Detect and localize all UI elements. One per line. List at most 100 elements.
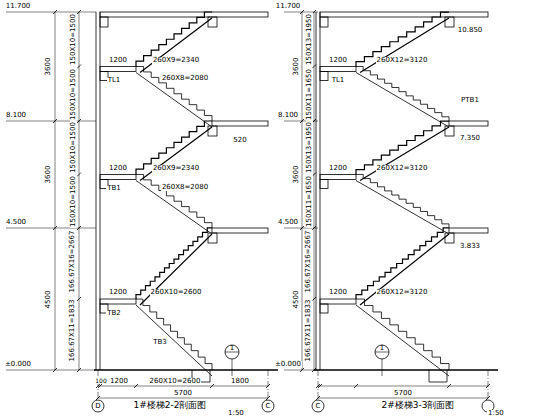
dimension-text: 1200 (328, 289, 348, 296)
floor-slab (449, 121, 488, 126)
dimension-text: 4500 (46, 289, 53, 309)
stair-flight (356, 67, 449, 121)
dimension-text: 260X8=2080 (161, 184, 209, 191)
dimension-text: 150X10=1500 (69, 13, 76, 66)
dimension-tick (77, 226, 81, 230)
stair-foundation (429, 370, 447, 382)
flight-soffit (356, 181, 449, 235)
dimension-tick (354, 384, 358, 388)
level-mark: ±0.000 (4, 361, 32, 368)
axis-label: C (315, 403, 322, 410)
stair-flight (356, 12, 449, 66)
scale-note: 1:50 (487, 410, 505, 417)
floor-beam (208, 233, 217, 243)
level-mark: ±0.000 (274, 361, 302, 368)
dimension-line (318, 386, 488, 387)
axis-line (488, 370, 489, 400)
member-tag: TB2 (106, 310, 122, 317)
flight-soffit (140, 234, 212, 305)
level-mark: 4.500 (277, 219, 299, 226)
flight-soffit (356, 305, 449, 376)
dimension-line (98, 398, 268, 399)
dimension-text: 260X12=3120 (376, 165, 429, 172)
level-line (6, 12, 96, 13)
floor-beam (208, 17, 217, 27)
dimension-text: 1200 (108, 289, 128, 296)
flight-soffit (356, 73, 449, 128)
dimension-text: 260X12=3120 (376, 57, 429, 64)
wall-line (320, 12, 321, 370)
floor-beam (445, 126, 454, 136)
callout-line (375, 352, 389, 353)
floor-slab (212, 228, 268, 233)
beam (100, 17, 108, 27)
level-mark: 7.350 (459, 135, 481, 142)
wall-line (96, 12, 97, 370)
axis-line (318, 370, 319, 400)
dimension-text: 260X8=2080 (161, 75, 209, 82)
dimension-text: 1200 (108, 165, 128, 172)
dimension-tick (53, 226, 57, 230)
flight-soffit (136, 305, 212, 376)
dimension-text: 1200 (328, 57, 348, 64)
dimension-text: 150X13=1950 (305, 13, 312, 66)
wall-line (100, 12, 101, 370)
dimension-line (302, 12, 303, 370)
dimension-tick (98, 384, 102, 388)
member-tag: TL1 (107, 77, 122, 84)
dimension-text: 1800 (230, 378, 250, 385)
landing-slab (100, 67, 136, 72)
floor-beam (445, 17, 454, 27)
level-line (6, 370, 96, 371)
floor-beam (445, 233, 454, 243)
landing-slab (320, 175, 356, 180)
dimension-tick (77, 10, 81, 14)
dimension-text: 150X13=1950 (305, 121, 312, 174)
dimension-tick (96, 396, 100, 400)
floor-beam (208, 126, 217, 136)
dimension-text: 150X10=1500 (69, 121, 76, 174)
stair-flight (136, 67, 212, 121)
dimension-tick (316, 384, 320, 388)
level-mark: 8.100 (5, 112, 27, 119)
dimension-tick (77, 173, 81, 177)
drawing-title: 1#楼梯2-2剖面图 (133, 401, 208, 410)
level-mark: 11.700 (5, 3, 32, 10)
landing-slab (100, 299, 136, 304)
dimension-text: 166.67X16=2667 (306, 229, 313, 293)
scale-note: 1:50 (227, 410, 245, 417)
level-mark: 10.850 (457, 27, 484, 34)
dimension-tick (77, 297, 81, 301)
dimension-text: 166.67X11=1833 (70, 298, 77, 362)
dimension-tick (53, 119, 57, 123)
dimension-tick (300, 226, 304, 230)
dimension-text: 5700 (173, 390, 193, 397)
callout-line (225, 352, 239, 353)
member-tag: TB3 (152, 339, 168, 346)
landing-beam (320, 72, 328, 81)
callout-circle (225, 345, 239, 359)
axis-label: D (94, 403, 101, 410)
dimension-text: 520 (232, 137, 247, 144)
dimension-tick (77, 368, 81, 372)
dimension-text: 3600 (46, 56, 53, 76)
flight-soffit (360, 18, 449, 73)
dimension-tick (266, 396, 270, 400)
dimension-text: 3600 (294, 164, 301, 184)
dimension-tick (318, 384, 322, 388)
floor-slab (449, 228, 488, 233)
member-tag: PTB1 (460, 97, 480, 104)
stair-flight (136, 12, 212, 67)
landing-beam (320, 180, 328, 189)
callout-leader (382, 359, 383, 376)
axis-line (268, 370, 269, 400)
dimension-text: 260X9=2340 (152, 165, 200, 172)
dimension-tick (266, 384, 270, 388)
axis-circle (312, 400, 324, 412)
axis-circle (262, 400, 274, 412)
dimension-tick (53, 10, 57, 14)
dimension-text: 5700 (393, 390, 413, 397)
dimension-line (55, 12, 56, 370)
dimension-text: 3600 (294, 56, 301, 76)
